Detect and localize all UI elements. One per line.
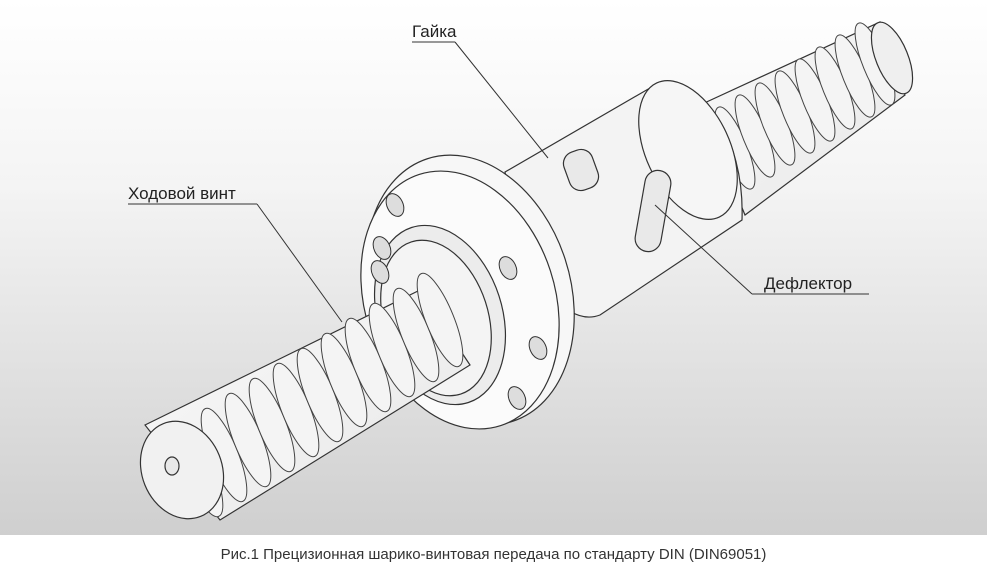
bolt-hole (507, 386, 527, 410)
bolt-hole (370, 260, 390, 284)
deflector-slot-upper (562, 148, 600, 192)
bolt-hole (385, 193, 405, 217)
bolt-hole (372, 236, 392, 260)
deflector-label: Дефлектор (764, 274, 852, 293)
nut-label: Гайка (412, 22, 457, 41)
screw-label: Ходовой винт (128, 184, 236, 203)
screw-shaft-left (139, 272, 471, 521)
bolt-hole (498, 256, 518, 280)
flange-bolt-holes (370, 193, 548, 410)
thread-ridge (416, 272, 464, 368)
screw-leader-diagonal (256, 203, 343, 323)
ball-screw-illustration: Гайка Ходовой винт Дефлектор (0, 0, 987, 535)
bolt-hole (528, 336, 548, 360)
nut-leader-diagonal (454, 41, 549, 159)
deflector-slot-lower (634, 169, 672, 253)
deflector-leader-diagonal (654, 204, 753, 295)
figure-caption: Рис.1 Прецизионная шарико-винтовая перед… (220, 546, 767, 563)
